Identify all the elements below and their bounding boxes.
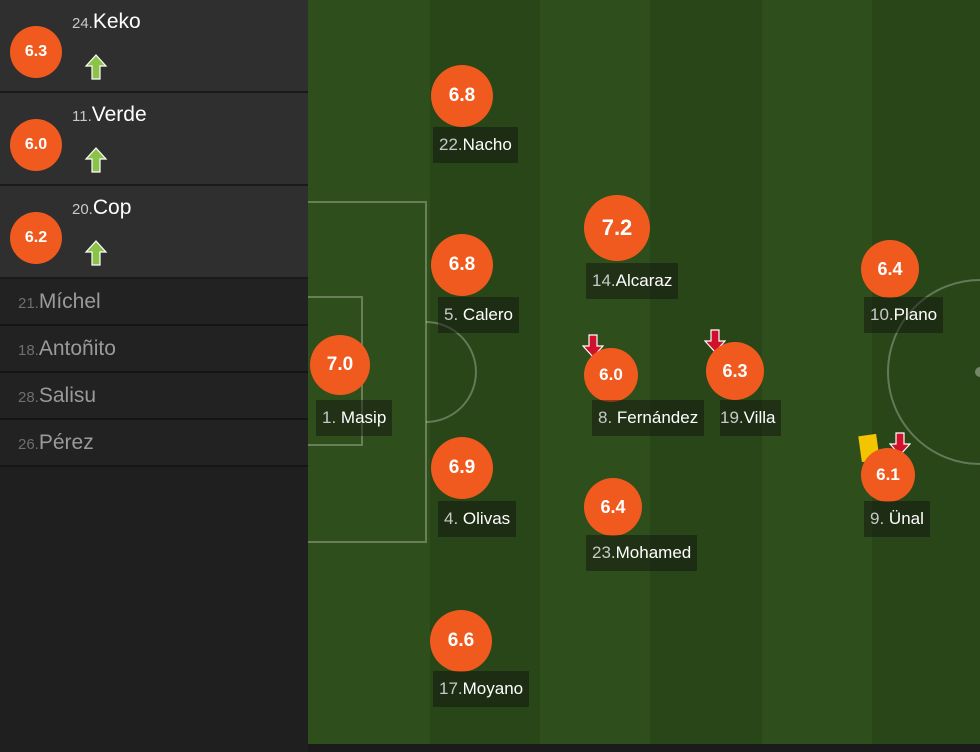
shirt-number: 19. — [720, 408, 744, 427]
shirt-number: 9. — [870, 509, 885, 528]
player-name-text: Fernández — [616, 408, 699, 427]
shirt-number: 21. — [18, 295, 39, 312]
up-arrow-icon — [84, 240, 108, 266]
player-name-text: Cop — [92, 196, 132, 219]
rating-badge-plano: 6.4 — [861, 240, 919, 298]
player-name: 24.Keko — [72, 10, 141, 34]
shirt-number: 8. — [598, 408, 613, 427]
rating-badge-masip: 7.0 — [310, 335, 370, 395]
player-name-text: Ünal — [888, 509, 924, 528]
player-label-villa[interactable]: 19.Villa — [720, 400, 782, 436]
shirt-number: 18. — [18, 342, 39, 359]
rating-badge-moyano: 6.6 — [430, 610, 492, 672]
rating-badge-calero: 6.8 — [431, 234, 493, 296]
shirt-number: 26. — [18, 436, 39, 453]
player-name-text: Olivas — [462, 509, 511, 528]
rating-badge-unal: 6.1 — [861, 448, 915, 502]
player-name-text: Salisu — [38, 384, 97, 407]
shirt-number: 23. — [592, 543, 616, 562]
up-arrow-icon — [84, 54, 108, 80]
rating-badge: 6.3 — [10, 26, 62, 78]
rating-badge-villa: 6.3 — [706, 342, 764, 400]
player-name-text: Plano — [893, 305, 938, 324]
player-name: 20.Cop — [72, 196, 131, 220]
player-label-fernandez[interactable]: 8. Fernández — [592, 400, 705, 436]
player-label-unal[interactable]: 9. Ünal — [864, 501, 930, 537]
player-label-moyano[interactable]: 17.Moyano — [433, 671, 530, 707]
player-label-plano[interactable]: 10.Plano — [864, 297, 944, 333]
player-name-text: Alcaraz — [615, 271, 673, 290]
player-name-text: Mohamed — [615, 543, 692, 562]
player-name-text: Pérez — [38, 431, 94, 454]
shirt-number: 4. — [444, 509, 459, 528]
rating-badge: 6.0 — [10, 119, 62, 171]
sub-row-verde[interactable]: 6.0 11.Verde — [0, 93, 308, 186]
shirt-number: 14. — [592, 271, 616, 290]
player-name-text: Moyano — [462, 679, 524, 698]
player-label-calero[interactable]: 5. Calero — [438, 297, 520, 333]
shirt-number: 5. — [444, 305, 459, 324]
player-name-text: Nacho — [462, 135, 512, 154]
bench-row-antonito[interactable]: 18.Antoñito — [0, 326, 308, 373]
shirt-number: 22. — [439, 135, 463, 154]
player-name-text: Masip — [340, 408, 387, 427]
shirt-number: 11. — [72, 108, 92, 125]
shirt-number: 17. — [439, 679, 463, 698]
player-label-masip[interactable]: 1. Masip — [316, 400, 393, 436]
shirt-number: 20. — [72, 201, 93, 218]
player-name-text: Calero — [462, 305, 514, 324]
rating-badge-olivas: 6.9 — [431, 437, 493, 499]
shirt-number: 1. — [322, 408, 337, 427]
rating-badge-nacho: 6.8 — [431, 65, 493, 127]
pitch-bottom-border — [308, 744, 980, 752]
bench-row-michel[interactable]: 21.Míchel — [0, 279, 308, 326]
player-label-alcaraz[interactable]: 14.Alcaraz — [586, 263, 679, 299]
player-name: 11.Verde — [72, 103, 147, 127]
bench-row-perez[interactable]: 26.Pérez — [0, 420, 308, 467]
player-name-text: Keko — [92, 10, 141, 33]
bench-row-salisu[interactable]: 28.Salisu — [0, 373, 308, 420]
pitch-markings — [308, 201, 980, 543]
rating-badge-alcaraz: 7.2 — [584, 195, 650, 261]
shirt-number: 28. — [18, 389, 39, 406]
player-name-text: Míchel — [38, 290, 101, 313]
rating-badge-mohamed: 6.4 — [584, 478, 642, 536]
player-label-mohamed[interactable]: 23.Mohamed — [586, 535, 698, 571]
player-name-text: Villa — [743, 408, 776, 427]
pitch-stripe — [872, 0, 980, 752]
rating-badge: 6.2 — [10, 212, 62, 264]
substitutes-panel: 6.3 24.Keko 6.0 11.Verde 6.2 20.Cop 21.M… — [0, 0, 310, 752]
player-label-nacho[interactable]: 22.Nacho — [433, 127, 518, 163]
shirt-number: 10. — [870, 305, 894, 324]
pitch: 7.0 1. Masip 6.8 22.Nacho 6.8 5. Calero … — [308, 0, 980, 752]
pitch-stripe — [762, 0, 872, 752]
rating-badge-fernandez: 6.0 — [584, 348, 638, 402]
sub-row-cop[interactable]: 6.2 20.Cop — [0, 186, 308, 279]
shirt-number: 24. — [72, 15, 93, 32]
player-name-text: Verde — [91, 103, 147, 126]
player-label-olivas[interactable]: 4. Olivas — [438, 501, 517, 537]
player-name-text: Antoñito — [38, 337, 116, 360]
sub-row-keko[interactable]: 6.3 24.Keko — [0, 0, 308, 93]
up-arrow-icon — [84, 147, 108, 173]
